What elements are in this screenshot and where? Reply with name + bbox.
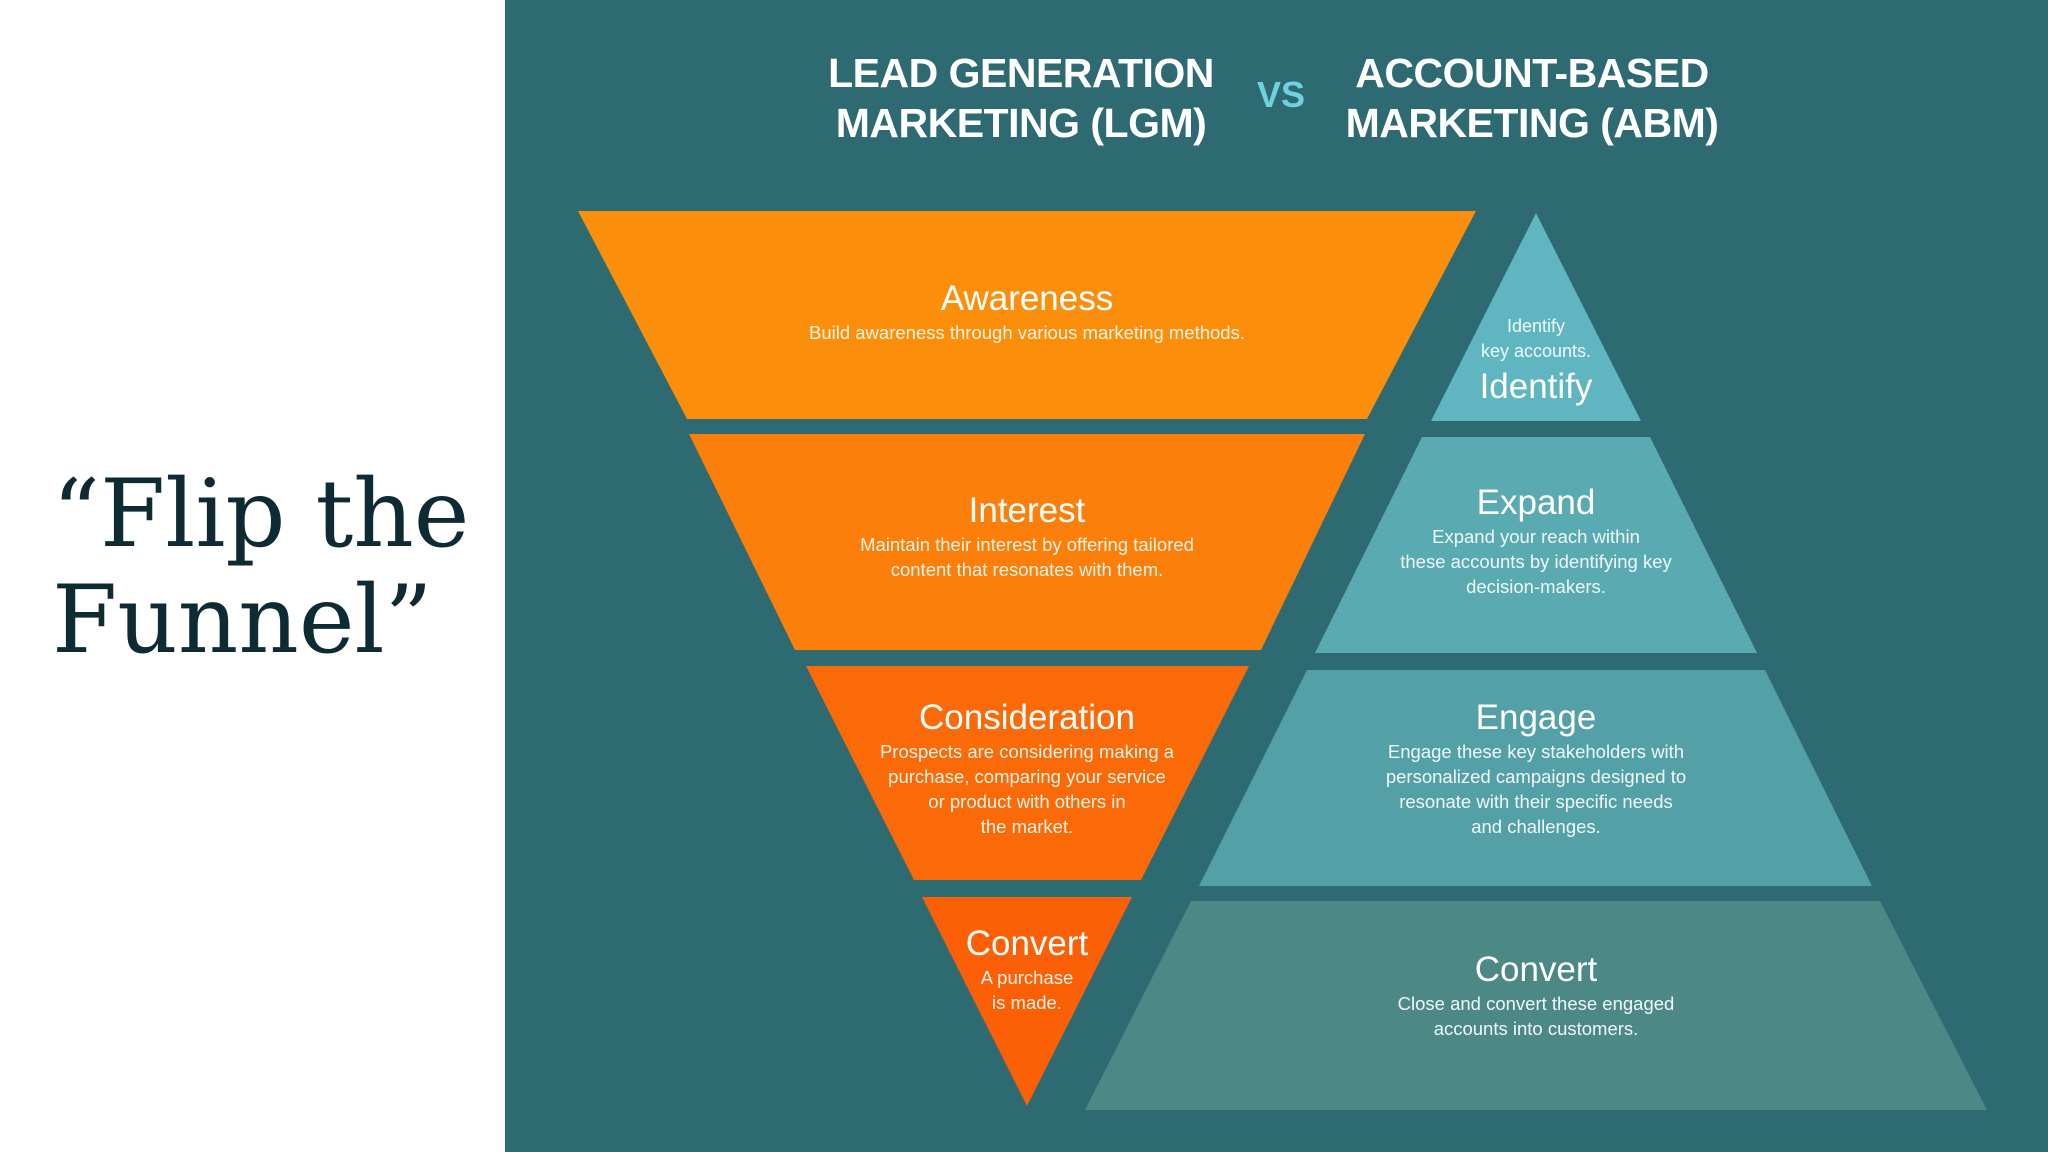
lgm-heading: LEAD GENERATION MARKETING (LGM)	[828, 50, 1214, 146]
stage-description: Close and convert these engaged accounts…	[1397, 993, 1675, 1039]
abm-engage-segment	[1199, 670, 1872, 886]
lgm-interest: Interest Maintain their interest by offe…	[727, 490, 1327, 582]
lgm-convert: Convert A purchase is made.	[917, 923, 1137, 1015]
lgm-awareness: Awareness Build awareness through variou…	[627, 278, 1427, 345]
abm-expand-segment	[1315, 437, 1757, 653]
stage-description: Identify key accounts.	[1480, 316, 1592, 361]
stage-description: Engage these key stakeholders with perso…	[1385, 741, 1687, 837]
lgm-consideration: Consideration Prospects are considering …	[827, 697, 1227, 839]
abm-heading: ACCOUNT-BASED MARKETING (ABM)	[1345, 50, 1719, 146]
abm-identify-segment	[1431, 213, 1641, 421]
stage-description: A purchase is made.	[980, 967, 1074, 1013]
stage-title: Interest	[968, 491, 1086, 530]
abm-identify: Identify key accounts. Identify	[1436, 314, 1636, 408]
funnel-comparison-panel: LEAD GENERATION MARKETING (LGM) VS ACCOU…	[505, 0, 2048, 1152]
stage-title: Convert	[965, 924, 1089, 963]
abm-convert: Convert Close and convert these engaged …	[1311, 949, 1761, 1041]
stage-description: Build awareness through various marketin…	[808, 322, 1245, 343]
lgm-awareness-segment	[578, 211, 1476, 419]
stage-title: Convert	[1474, 950, 1598, 989]
stage-title: Identify	[1479, 367, 1593, 406]
stage-title: Expand	[1476, 483, 1596, 522]
lgm-interest-segment	[689, 434, 1365, 650]
stage-description: Prospects are considering making a purch…	[879, 741, 1175, 837]
vs-label: VS	[1256, 74, 1306, 115]
stage-title: Engage	[1475, 698, 1597, 737]
lgm-convert-segment	[922, 897, 1132, 1106]
funnel-shapes	[578, 211, 1987, 1110]
stage-description: Maintain their interest by offering tail…	[860, 534, 1194, 580]
stage-title: Awareness	[940, 279, 1114, 318]
lgm-consideration-segment	[806, 666, 1249, 880]
slide-title: “Flip the Funnel”	[52, 460, 470, 675]
abm-engage: Engage Engage these key stakeholders wit…	[1311, 697, 1761, 839]
abm-expand: Expand Expand your reach within these ac…	[1351, 482, 1721, 599]
abm-convert-segment	[1085, 901, 1987, 1110]
stage-description: Expand your reach within these accounts …	[1400, 526, 1672, 597]
stage-title: Consideration	[919, 698, 1135, 737]
